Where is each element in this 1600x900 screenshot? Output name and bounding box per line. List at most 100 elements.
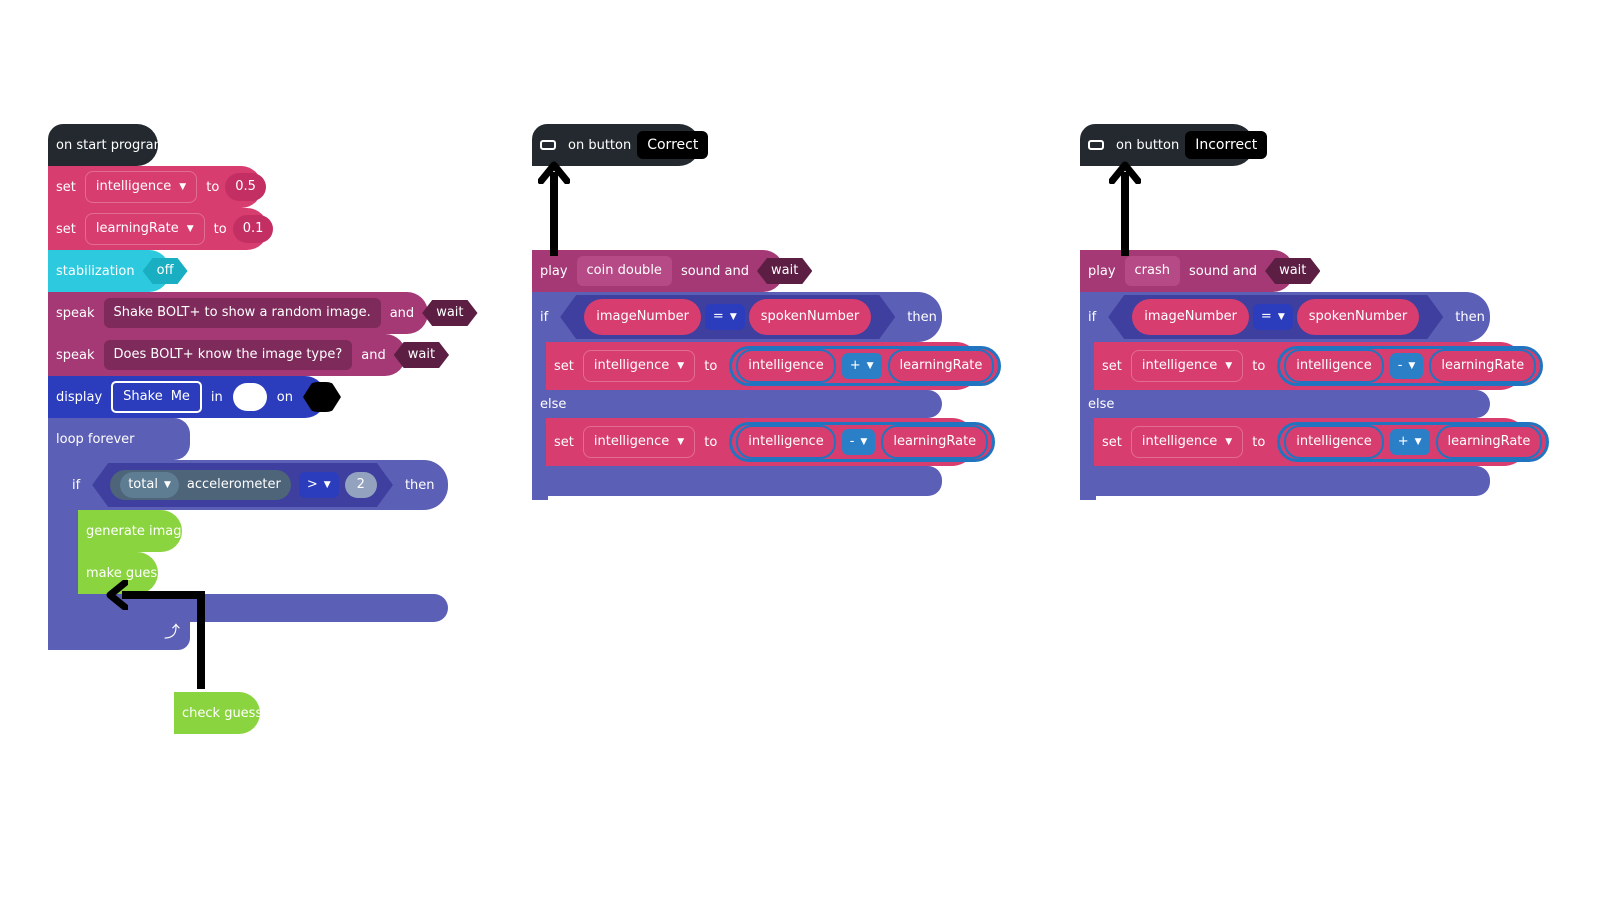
math-operator-dropdown[interactable]: - ▼ bbox=[1389, 353, 1424, 379]
math-operator-dropdown[interactable]: - ▼ bbox=[841, 429, 876, 455]
loop-forever-block[interactable]: loop forever bbox=[48, 418, 190, 460]
if-block[interactable]: if total ▼ accelerometer > ▼ 2 then bbox=[64, 460, 448, 510]
wait-toggle[interactable]: wait bbox=[1265, 258, 1320, 284]
if-arm bbox=[532, 340, 548, 500]
caret-down-icon: ▼ bbox=[179, 182, 187, 192]
set-label: set bbox=[1102, 358, 1122, 374]
stabilization-block[interactable]: stabilization off bbox=[48, 250, 170, 292]
wait-toggle[interactable]: wait bbox=[422, 300, 477, 326]
text-color-picker[interactable] bbox=[232, 383, 267, 411]
set-intelligence-plus-block[interactable]: set intelligence ▼ to intelligence + ▼ l… bbox=[546, 342, 1002, 390]
operand-a[interactable]: intelligence bbox=[1284, 349, 1384, 383]
right-variable[interactable]: spokenNumber bbox=[749, 299, 872, 335]
operand-b[interactable]: learningRate bbox=[881, 425, 989, 459]
background-color-picker[interactable] bbox=[302, 382, 341, 412]
arrow-head-up-icon bbox=[537, 160, 571, 185]
condition-hexagon[interactable]: imageNumber = ▼ spokenNumber bbox=[1108, 295, 1443, 339]
operand-a[interactable]: intelligence bbox=[736, 425, 836, 459]
math-expression[interactable]: intelligence + ▼ learningRate bbox=[1277, 422, 1550, 462]
variable-dropdown[interactable]: intelligence ▼ bbox=[582, 350, 696, 382]
value-input[interactable]: 0.5 bbox=[225, 173, 266, 201]
operand-a[interactable]: intelligence bbox=[1284, 425, 1384, 459]
stabilization-toggle[interactable]: off bbox=[143, 258, 188, 284]
sound-and-label: sound and bbox=[1189, 263, 1258, 279]
math-operator-dropdown[interactable]: + ▼ bbox=[1389, 429, 1430, 455]
sensor-name: accelerometer bbox=[186, 477, 281, 492]
display-block[interactable]: display Shake Me in on bbox=[48, 376, 341, 418]
on-start-program-block[interactable]: on start program bbox=[48, 124, 166, 166]
operator-dropdown[interactable]: > ▼ bbox=[299, 472, 339, 498]
on-button-correct-block[interactable]: on button Correct bbox=[532, 124, 709, 166]
in-label: in bbox=[210, 389, 223, 405]
sound-selector[interactable]: crash bbox=[1124, 256, 1181, 286]
variable-dropdown[interactable]: learningRate ▼ bbox=[84, 213, 205, 245]
variable-dropdown[interactable]: intelligence ▼ bbox=[1130, 350, 1244, 382]
sound-selector[interactable]: coin double bbox=[576, 256, 672, 286]
hat-label: on start program bbox=[56, 137, 167, 153]
arrow-vertical-segment bbox=[550, 172, 558, 256]
math-expression[interactable]: intelligence + ▼ learningRate bbox=[729, 346, 1002, 386]
check-guess-block[interactable]: check guess bbox=[174, 692, 262, 734]
make-guess-block[interactable]: make guess bbox=[78, 552, 164, 594]
to-label: to bbox=[1252, 358, 1266, 374]
speak-block-2[interactable]: speak Does BOLT+ know the image type? an… bbox=[48, 334, 406, 376]
math-expression[interactable]: intelligence - ▼ learningRate bbox=[729, 422, 996, 462]
generate-image-block[interactable]: generate image bbox=[78, 510, 190, 552]
wait-toggle[interactable]: wait bbox=[394, 342, 449, 368]
speak-block-1[interactable]: speak Shake BOLT+ to show a random image… bbox=[48, 292, 428, 334]
sensor-mode-dropdown[interactable]: total ▼ bbox=[120, 472, 179, 498]
if-else-foot bbox=[1080, 466, 1490, 496]
on-button-incorrect-block[interactable]: on button Incorrect bbox=[1080, 124, 1268, 166]
value-input[interactable]: 0.1 bbox=[232, 215, 274, 243]
set-intelligence-plus-block[interactable]: set intelligence ▼ to intelligence + ▼ l… bbox=[1094, 418, 1550, 466]
caret-down-icon: ▼ bbox=[1277, 312, 1285, 322]
condition-hexagon[interactable]: imageNumber = ▼ spokenNumber bbox=[560, 295, 895, 339]
if-else-block[interactable]: if imageNumber = ▼ spokenNumber then bbox=[532, 292, 942, 342]
to-label: to bbox=[704, 358, 718, 374]
else-label: else bbox=[540, 396, 567, 412]
arrow-horizontal-segment bbox=[122, 591, 205, 599]
variable-name: intelligence bbox=[1141, 434, 1218, 449]
speak-label: speak bbox=[56, 305, 95, 321]
operand-b[interactable]: learningRate bbox=[1435, 425, 1543, 459]
arrow-vertical-segment bbox=[197, 591, 205, 689]
display-text-input[interactable]: Shake Me bbox=[111, 381, 202, 413]
set-intelligence-block[interactable]: set intelligence ▼ to 0.5 bbox=[48, 166, 266, 208]
operand-b[interactable]: learningRate bbox=[887, 349, 995, 383]
button-selector[interactable]: Incorrect bbox=[1185, 131, 1268, 159]
sensor-reporter[interactable]: total ▼ accelerometer bbox=[110, 470, 291, 500]
button-selector[interactable]: Correct bbox=[637, 131, 709, 159]
generate-image-label: generate image bbox=[86, 523, 190, 539]
play-sound-block[interactable]: play coin double sound and wait bbox=[532, 250, 784, 292]
left-variable[interactable]: imageNumber bbox=[1132, 299, 1249, 335]
if-else-block[interactable]: if imageNumber = ▼ spokenNumber then bbox=[1080, 292, 1490, 342]
variable-name: intelligence bbox=[95, 179, 172, 194]
if-label: if bbox=[1088, 309, 1097, 325]
variable-dropdown[interactable]: intelligence ▼ bbox=[84, 171, 198, 203]
speak-text-input[interactable]: Shake BOLT+ to show a random image. bbox=[103, 298, 381, 328]
set-learningrate-block[interactable]: set learningRate ▼ to 0.1 bbox=[48, 208, 274, 250]
variable-dropdown[interactable]: intelligence ▼ bbox=[582, 426, 696, 458]
operator-dropdown[interactable]: = ▼ bbox=[1253, 304, 1293, 330]
operator-dropdown[interactable]: = ▼ bbox=[705, 304, 745, 330]
operand-a[interactable]: intelligence bbox=[736, 349, 836, 383]
loop-label: loop forever bbox=[56, 431, 135, 447]
left-variable[interactable]: imageNumber bbox=[584, 299, 701, 335]
variable-name: learningRate bbox=[95, 221, 179, 236]
math-operator: - bbox=[849, 434, 855, 449]
arrow-vertical-segment bbox=[1121, 172, 1129, 256]
threshold-input[interactable]: 2 bbox=[345, 472, 377, 498]
to-label: to bbox=[704, 434, 718, 450]
set-intelligence-minus-block[interactable]: set intelligence ▼ to intelligence - ▼ l… bbox=[546, 418, 996, 466]
if-label: if bbox=[540, 309, 549, 325]
condition-hexagon[interactable]: total ▼ accelerometer > ▼ 2 bbox=[92, 463, 393, 507]
set-intelligence-minus-block[interactable]: set intelligence ▼ to intelligence - ▼ l… bbox=[1094, 342, 1544, 390]
right-variable[interactable]: spokenNumber bbox=[1297, 299, 1420, 335]
variable-dropdown[interactable]: intelligence ▼ bbox=[1130, 426, 1244, 458]
operand-b[interactable]: learningRate bbox=[1429, 349, 1537, 383]
math-expression[interactable]: intelligence - ▼ learningRate bbox=[1277, 346, 1544, 386]
math-operator-dropdown[interactable]: + ▼ bbox=[841, 353, 882, 379]
speak-text-input[interactable]: Does BOLT+ know the image type? bbox=[103, 340, 353, 370]
wait-toggle[interactable]: wait bbox=[757, 258, 812, 284]
play-sound-block[interactable]: play crash sound and wait bbox=[1080, 250, 1294, 292]
